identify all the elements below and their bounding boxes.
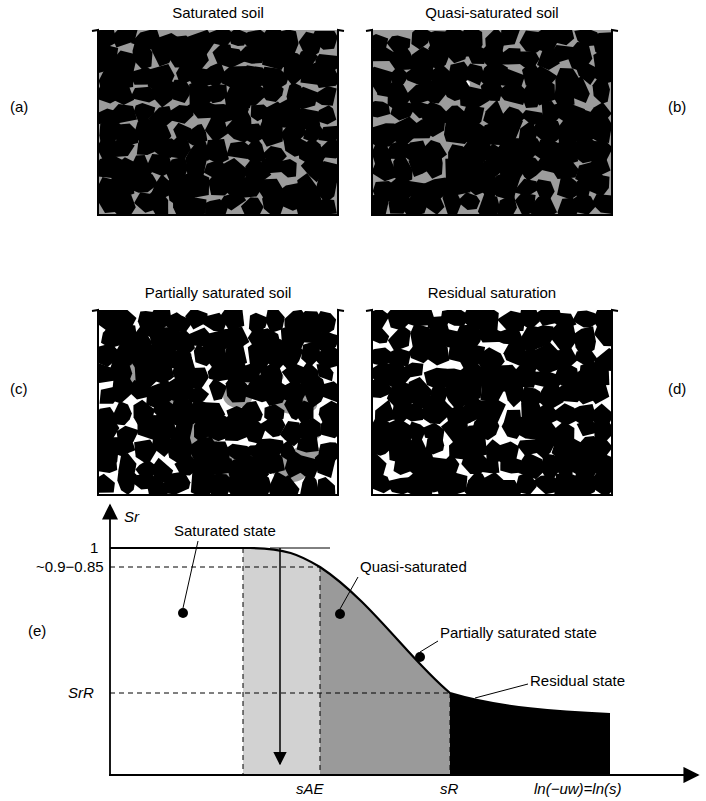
axis-label: Sr	[124, 508, 139, 526]
panel-title: Saturated soil	[90, 4, 346, 22]
axis-label: ln(−uw)=ln(s)	[534, 780, 622, 798]
region-label: Quasi-saturated	[358, 558, 469, 576]
panel-label: (d)	[668, 380, 686, 398]
tick-label: ~0.9−0.85	[36, 558, 104, 576]
panel-title: Quasi-saturated soil	[364, 4, 620, 22]
region-label: Saturated state	[172, 522, 278, 540]
panel-title: Partially saturated soil	[90, 284, 346, 302]
soil-container: Residual saturation	[364, 284, 620, 498]
soil-illustration	[90, 24, 346, 218]
soil-illustration	[364, 24, 620, 218]
soil-container: Quasi-saturated soil	[364, 4, 620, 218]
panel-title: Residual saturation	[364, 284, 620, 302]
soil-illustration	[364, 304, 620, 498]
soil-container: Partially saturated soil	[90, 284, 346, 498]
panel-label: (e)	[28, 622, 46, 640]
region-label: Partially saturated state	[440, 624, 597, 642]
panel-label: (b)	[668, 98, 686, 116]
tick-label: sAE	[296, 780, 324, 798]
tick-label: sR	[440, 780, 458, 798]
soil-illustration	[90, 304, 346, 498]
panel-label: (c)	[10, 380, 28, 398]
region-label: Residual state	[530, 672, 625, 690]
tick-label: SrR	[68, 684, 94, 702]
tick-label: 1	[90, 539, 98, 557]
panel-label: (a)	[10, 98, 28, 116]
soil-container: Saturated soil	[90, 4, 346, 218]
